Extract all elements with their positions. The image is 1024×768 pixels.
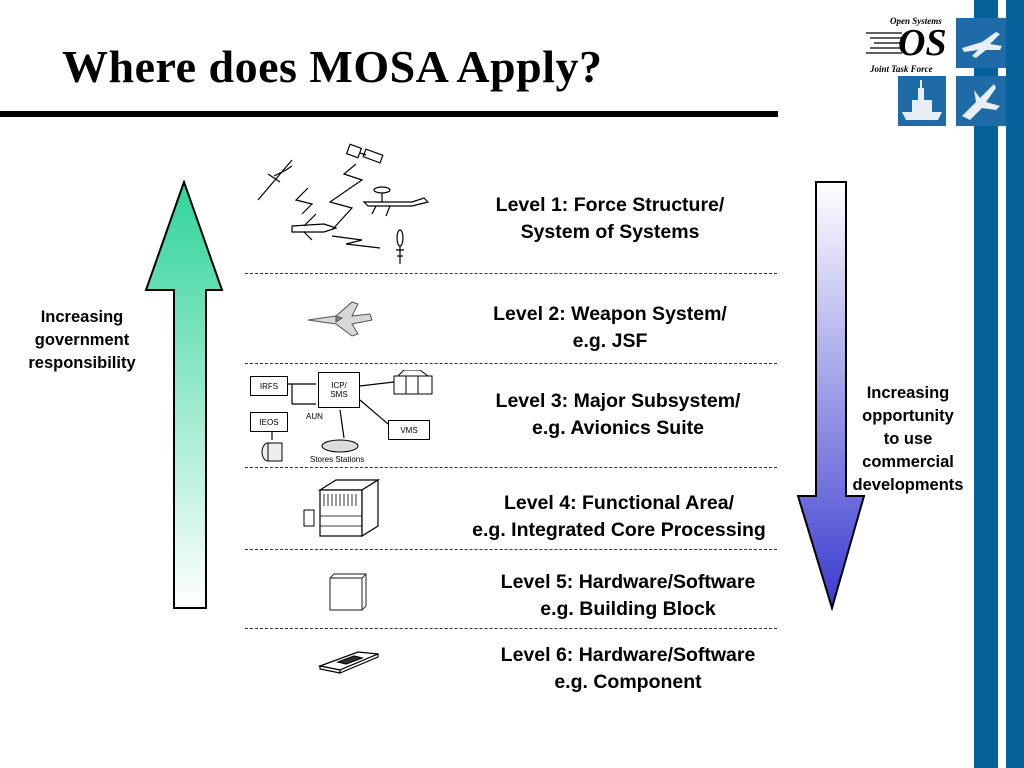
aun-label: AUN: [306, 412, 323, 421]
fighter-icon: [962, 84, 1000, 120]
jet-fighter-icon: [307, 301, 373, 337]
left-label-line-2: government: [34, 331, 130, 349]
left-label-line-1: Increasing: [40, 308, 124, 326]
level-1-label: Level 1: Force Structure/ System of Syst…: [440, 192, 780, 246]
commercial-opportunity-arrow: [796, 181, 866, 612]
level-divider-4: [245, 549, 777, 550]
level-6-label: Level 6: Hardware/Software e.g. Componen…: [458, 642, 798, 696]
logo-bottom-text: Joint Task Force: [870, 64, 933, 74]
stores-stations-label: Stores Stations: [310, 455, 365, 464]
aircraft-tile: [956, 18, 1006, 68]
icp-line-1: ICP/: [331, 381, 347, 390]
level-6-line-2: e.g. Component: [554, 671, 702, 693]
level-2-line-1: Level 2: Weapon System/: [493, 303, 727, 325]
level-3-line-2: e.g. Avionics Suite: [532, 417, 704, 439]
logo-mark: OS: [898, 22, 947, 64]
government-responsibility-arrow: [144, 180, 224, 609]
aircraft-icon: [962, 32, 1002, 58]
level-divider-3: [245, 467, 777, 468]
level-4-label: Level 4: Functional Area/ e.g. Integrate…: [444, 490, 794, 544]
open-systems-logo: Open Systems OS Joint Task Force: [864, 14, 956, 76]
level-divider-1: [245, 273, 777, 274]
ship-icon: [902, 80, 942, 120]
icp-sms-box: ICP/ SMS: [318, 372, 360, 408]
logo-top-text: Open Systems: [890, 16, 942, 26]
right-label-line-3: to use: [883, 430, 933, 448]
ship-tile: [898, 76, 946, 126]
card-rack-icon: [303, 478, 381, 538]
ieos-box: IEOS: [250, 412, 288, 432]
level-5-line-1: Level 5: Hardware/Software: [500, 571, 756, 593]
level-4-line-1: Level 4: Functional Area/: [503, 492, 735, 514]
force-structure-icon: [257, 143, 430, 264]
right-label-line-1: Increasing: [866, 384, 950, 402]
chip-component-icon: [318, 651, 379, 674]
level-divider-2: [245, 363, 777, 364]
level-2-line-2: e.g. JSF: [572, 330, 648, 352]
vms-box: VMS: [388, 420, 430, 440]
page-title: Where does MOSA Apply?: [62, 41, 603, 92]
avionics-diagram: IRFS ICP/ SMS IEOS AUN VMS Stores Statio…: [248, 370, 438, 466]
level-1-line-2: System of Systems: [520, 221, 700, 243]
right-arrow-label: Increasing opportunity to use commercial…: [842, 382, 974, 497]
right-label-line-5: developments: [852, 476, 964, 494]
level-1-line-1: Level 1: Force Structure/: [495, 194, 725, 216]
fighter-tile: [956, 76, 1006, 126]
avionics-connectors: [261, 370, 433, 462]
circuit-module-icon: [329, 573, 367, 611]
level-4-line-2: e.g. Integrated Core Processing: [472, 519, 766, 541]
level-3-label: Level 3: Major Subsystem/ e.g. Avionics …: [448, 388, 788, 442]
side-stripe-outer: [1006, 0, 1024, 768]
icp-line-2: SMS: [330, 390, 348, 399]
level-6-line-1: Level 6: Hardware/Software: [500, 644, 756, 666]
right-label-line-2: opportunity: [862, 407, 954, 425]
left-arrow-label: Increasing government responsibility: [12, 306, 152, 375]
logo-speed-lines: [866, 32, 902, 54]
level-divider-5: [245, 628, 777, 629]
level-5-label: Level 5: Hardware/Software e.g. Building…: [458, 569, 798, 623]
title-underline: [0, 111, 778, 117]
left-label-line-3: responsibility: [28, 354, 136, 372]
side-stripe: [974, 0, 998, 768]
level-3-line-1: Level 3: Major Subsystem/: [495, 390, 741, 412]
level-5-line-2: e.g. Building Block: [540, 598, 716, 620]
irfs-box: IRFS: [250, 376, 288, 396]
right-label-line-4: commercial: [862, 453, 954, 471]
level-2-label: Level 2: Weapon System/ e.g. JSF: [440, 301, 780, 355]
